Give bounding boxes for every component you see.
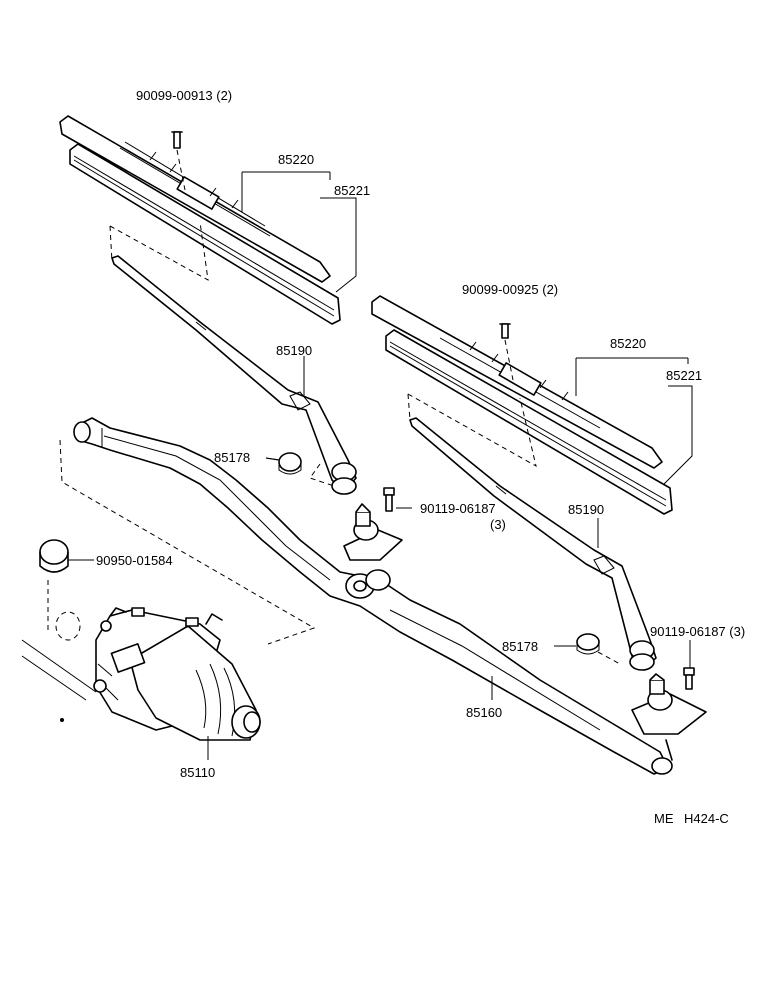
label-grommet: 90950-01584 — [96, 553, 173, 568]
label-left-cap: 85178 — [214, 450, 251, 465]
label-left-blade-85221: 85221 — [334, 183, 371, 198]
left-wiper-arm — [109, 221, 357, 495]
label-linkage: 85160 — [466, 705, 503, 720]
label-center-bolt-qty: (3) — [490, 517, 506, 532]
wiper-motor — [93, 607, 261, 741]
left-wiper-blade — [59, 115, 341, 325]
label-right-pivot-bolt: 90119-06187 (3) — [650, 624, 746, 639]
right-wiper-blade — [371, 295, 673, 515]
leader-lines — [68, 171, 693, 760]
body-panel-outline — [21, 639, 97, 722]
label-right-cap: 85178 — [502, 639, 539, 654]
label-motor: 85110 — [180, 765, 216, 780]
label-center-bolt: 90119-06187 — [420, 501, 496, 516]
right-wiper-arm — [407, 393, 657, 671]
right-blade-bolt — [499, 323, 514, 381]
label-left-arm: 85190 — [276, 343, 313, 358]
label-left-blade-bolt: 90099-00913 (2) — [136, 88, 233, 103]
label-right-blade-bolt: 90099-00925 (2) — [462, 282, 559, 297]
label-left-blade-85220: 85220 — [278, 152, 315, 167]
center-pivot-bolt — [383, 487, 395, 512]
wiper-linkage — [73, 417, 707, 775]
drawing-code: H424-C — [684, 811, 729, 826]
drawing-code-prefix: ME — [654, 811, 674, 826]
right-cap — [576, 633, 600, 655]
label-right-blade-85220: 85220 — [610, 336, 647, 351]
grommet — [39, 539, 69, 632]
label-right-arm: 85190 — [568, 502, 605, 517]
right-pivot-bolt — [683, 667, 695, 690]
left-cap — [265, 452, 302, 475]
left-blade-bolt — [171, 131, 186, 191]
label-right-blade-85221: 85221 — [666, 368, 703, 383]
